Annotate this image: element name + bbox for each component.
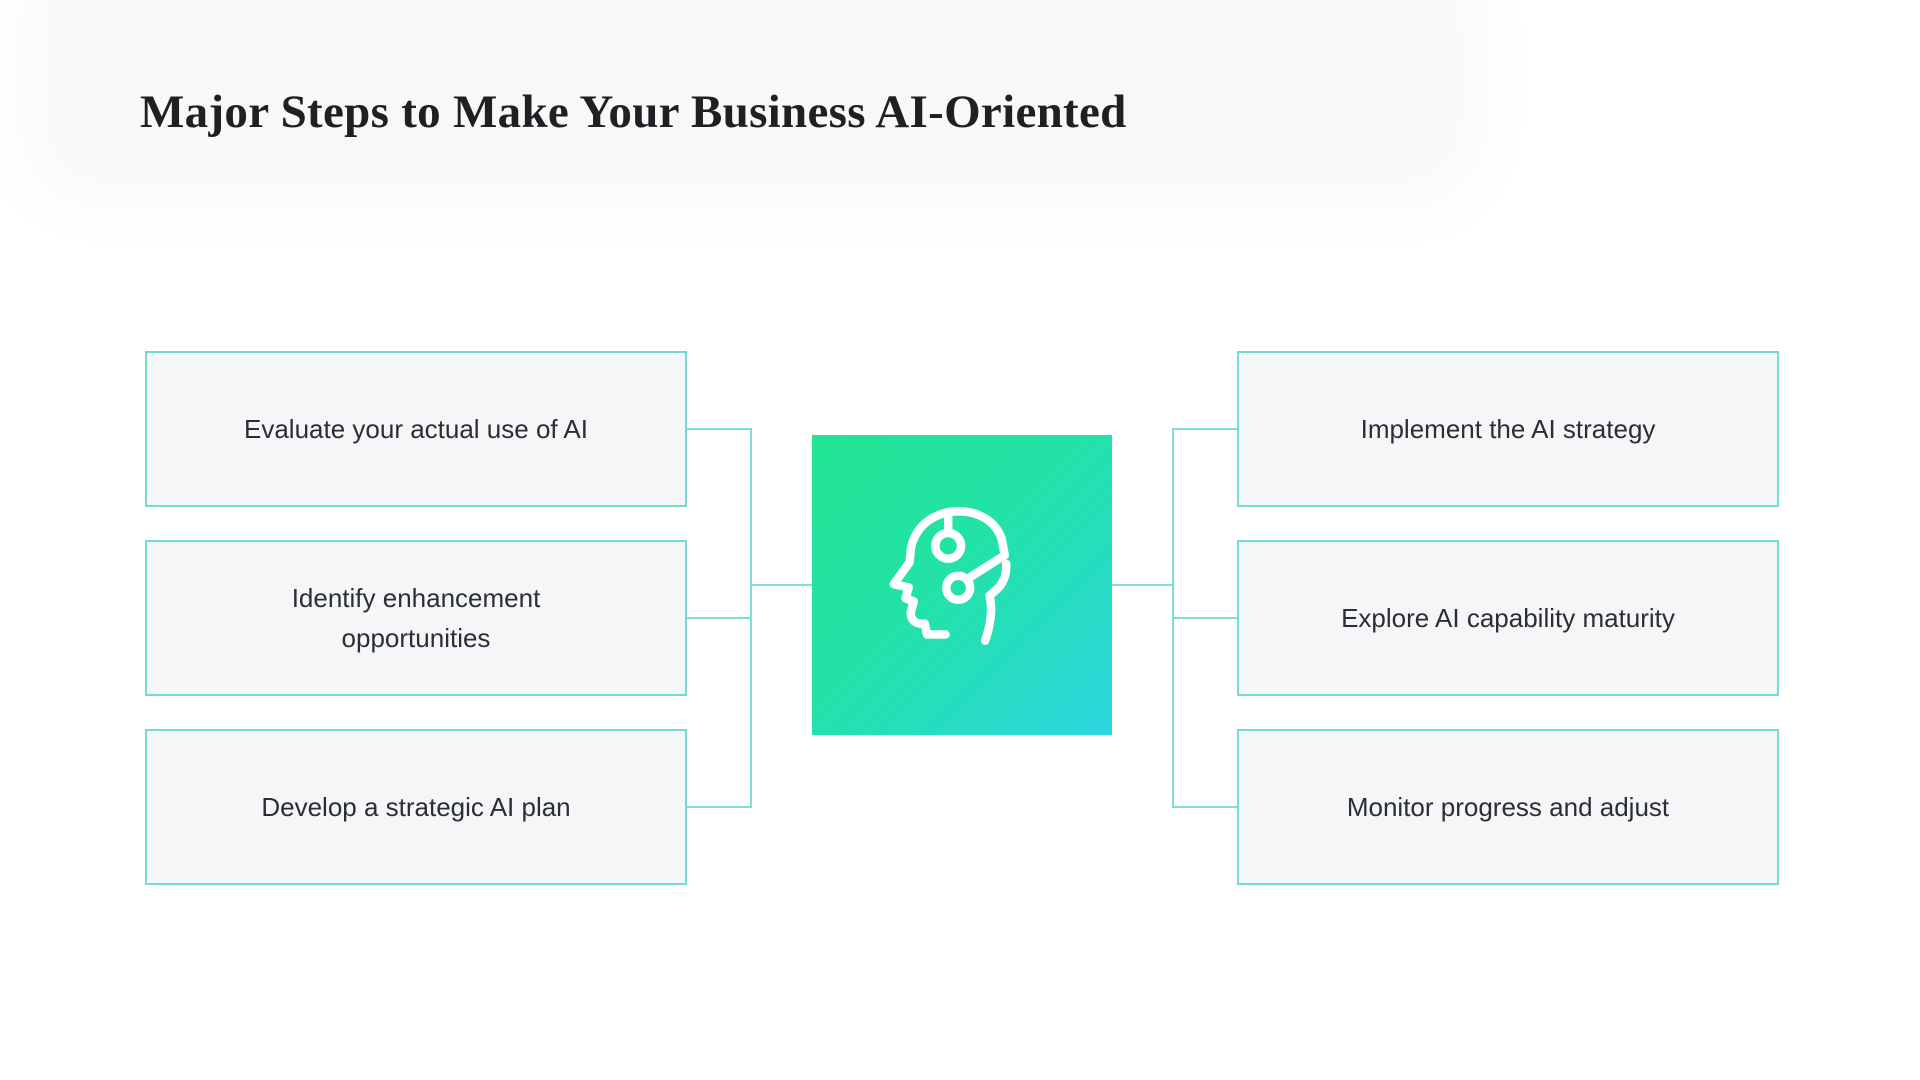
connector-left-top [687, 428, 752, 430]
step-label: Develop a strategic AI plan [261, 792, 571, 822]
page-title: Major Steps to Make Your Business AI-Ori… [140, 86, 1127, 138]
step-box-monitor-progress: Monitor progress and adjust [1237, 729, 1779, 885]
step-label: Explore AI capability maturity [1341, 603, 1675, 633]
connector-right-trunk [1172, 428, 1174, 808]
step-box-develop-plan: Develop a strategic AI plan [145, 729, 687, 885]
step-box-evaluate-ai-usage: Evaluate your actual use of AI [145, 351, 687, 507]
connector-right-bottom [1172, 806, 1237, 808]
step-box-explore-maturity: Explore AI capability maturity [1237, 540, 1779, 696]
step-label: Evaluate your actual use of AI [244, 414, 588, 444]
step-box-identify-opportunities: Identify enhancement opportunities [145, 540, 687, 696]
connector-left-feed [750, 584, 812, 586]
step-label: Implement the AI strategy [1360, 414, 1656, 444]
step-label: Identify enhancement opportunities [291, 583, 541, 653]
connector-left-trunk [750, 428, 752, 808]
connector-right-top [1172, 428, 1237, 430]
ai-center-tile [812, 435, 1112, 735]
step-box-implement-strategy: Implement the AI strategy [1237, 351, 1779, 507]
connector-right-feed [1112, 584, 1172, 586]
header-haze [28, 0, 1478, 200]
connector-left-bottom [687, 806, 752, 808]
ai-head-circuit-icon [889, 507, 1011, 645]
connector-right-middle [1172, 617, 1237, 619]
connector-left-middle [687, 617, 752, 619]
step-label: Monitor progress and adjust [1346, 792, 1670, 822]
